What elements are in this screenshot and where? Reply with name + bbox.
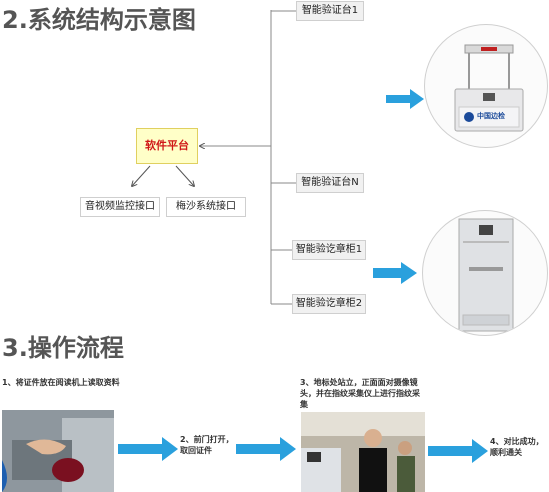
cabinet-2-node: 智能验讫章柜2: [292, 294, 366, 314]
process-arrow-3: [428, 439, 488, 463]
step-2-text: 2、前门打开，取回证件: [180, 435, 234, 455]
process-arrow-1: [118, 437, 178, 461]
device-brand-label: 中国边检: [477, 112, 505, 120]
terminal-1-node: 智能验证台1: [296, 1, 364, 21]
step-4-text: 4、对比成功，顺利通关: [490, 437, 544, 457]
cabinet-device-image: [422, 210, 548, 336]
step-3-photo: [301, 412, 425, 492]
cabinet-1-node: 智能验讫章柜1: [292, 240, 366, 260]
terminal-n-node: 智能验证台N: [296, 173, 364, 193]
section-title-process: 3.操作流程: [2, 334, 124, 362]
arrow-to-terminal-image: [386, 89, 424, 109]
process-arrow-2: [236, 437, 296, 461]
arrow-to-cabinet-image: [373, 262, 417, 284]
software-platform-node: 软件平台: [136, 128, 198, 164]
step-3-text: 3、地标处站立，正面面对摄像镜头，并在指纹采集仪上进行指纹采集: [300, 378, 420, 409]
section-title-structure: 2.系统结构示意图: [2, 6, 196, 34]
step-1-text: 1、将证件放在阅读机上读取资料: [2, 378, 120, 387]
terminal-device-image: 中国边检: [424, 24, 548, 148]
av-monitor-interface-node: 音视频监控接口: [80, 197, 160, 217]
meisha-interface-node: 梅沙系统接口: [166, 197, 246, 217]
step-1-photo: [2, 410, 114, 492]
